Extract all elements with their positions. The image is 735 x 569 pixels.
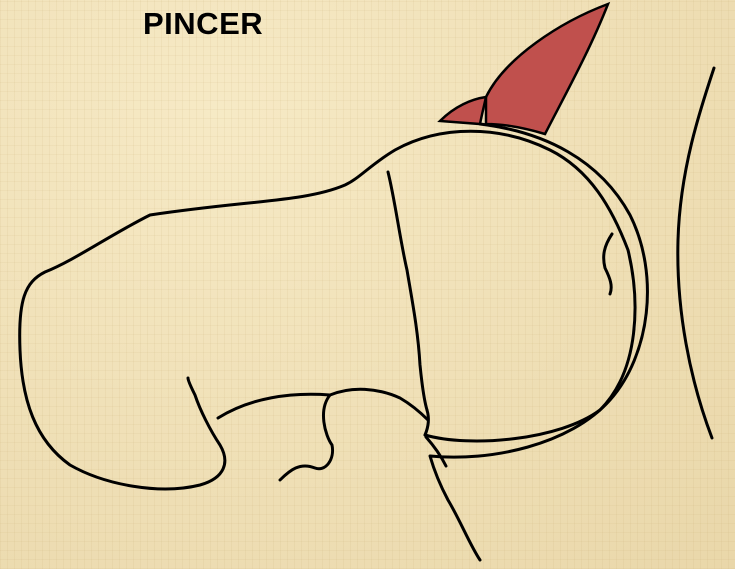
pelvic-wall-contour [678, 68, 714, 438]
acetabular-rim-inner [426, 437, 446, 466]
pincer-overcoverage-tip [440, 97, 486, 124]
pincer-overcoverage-main [486, 4, 608, 134]
acetabular-rim-outer [430, 124, 647, 560]
fovea-notch [604, 234, 612, 294]
femoral-neck-underside [425, 410, 428, 435]
trochanteric-line [218, 394, 333, 480]
femoral-head-inner-line [388, 172, 427, 410]
lesser-trochanter-line [330, 389, 428, 420]
